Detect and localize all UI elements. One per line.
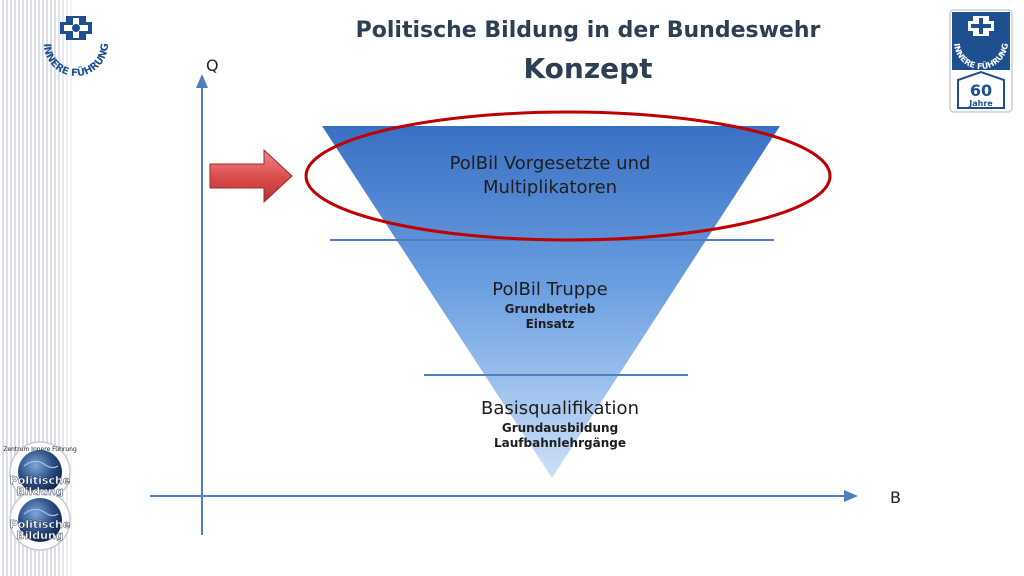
level-troops: PolBil Truppe Grundbetrieb Einsatz bbox=[440, 278, 660, 332]
globe-title-line1: Politische bbox=[10, 474, 71, 487]
anniversary-badge: INNERE FÜHRUNG 60 Jahre bbox=[949, 9, 1013, 113]
anniversary-word: Jahre bbox=[968, 99, 993, 108]
qualification-funnel bbox=[322, 126, 780, 478]
page-subtitle: Konzept bbox=[523, 52, 653, 85]
globe-title-line2: Bildung bbox=[16, 485, 63, 498]
globe-icon bbox=[9, 441, 71, 503]
cross-emblem-icon bbox=[968, 16, 994, 36]
level-detail: Einsatz bbox=[525, 317, 575, 331]
globe-title-line2: Bildung bbox=[16, 529, 63, 542]
globe-icon bbox=[9, 489, 71, 551]
level-title: PolBil Vorgesetzte und bbox=[449, 153, 651, 174]
globe-ring-text: Zentrum Innere Führung bbox=[3, 446, 77, 453]
y-axis-arrowhead bbox=[196, 74, 208, 88]
level-title: Multiplikatoren bbox=[482, 177, 618, 198]
anniversary-number: 60 bbox=[970, 81, 992, 100]
level-basic-qualification: Basisqualifikation Grundausbildung Laufb… bbox=[440, 397, 680, 451]
x-axis-arrowhead bbox=[844, 490, 858, 502]
globe-title-line1: Politische bbox=[10, 518, 71, 531]
x-axis-label: B bbox=[890, 488, 901, 507]
pointer-arrow-icon bbox=[209, 148, 293, 204]
level-detail: Laufbahnlehrgänge bbox=[494, 436, 626, 450]
innere-fuehrung-logo: INNERE FÜHRUNG bbox=[41, 16, 111, 79]
level-title: PolBil Truppe bbox=[492, 279, 608, 300]
highlight-ellipse bbox=[304, 110, 832, 242]
level-leadership: PolBil Vorgesetzte und Multiplikatoren bbox=[400, 152, 700, 200]
page-title: Politische Bildung in der Bundeswehr bbox=[355, 18, 821, 43]
level-title: Basisqualifikation bbox=[481, 398, 639, 419]
level-detail: Grundausbildung bbox=[501, 421, 619, 435]
level-detail: Grundbetrieb bbox=[504, 302, 596, 316]
cross-emblem-icon bbox=[60, 16, 92, 40]
y-axis-label: Q bbox=[206, 56, 219, 75]
